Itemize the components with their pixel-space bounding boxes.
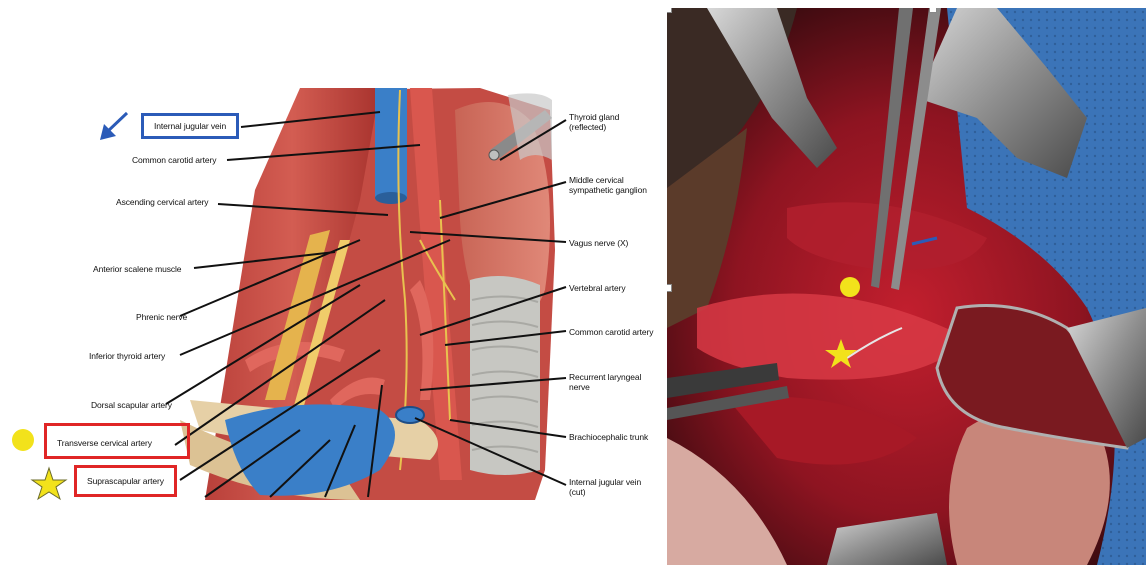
label-transverse-cervical-artery: Transverse cervical artery [44, 423, 190, 459]
selection-handle-top-left[interactable] [667, 8, 672, 13]
label-ascending-cervical-artery: Ascending cervical artery [116, 197, 208, 207]
label-thyroid-gland: Thyroid gland (reflected) [569, 112, 619, 132]
label-vertebral-artery: Vertebral artery [569, 283, 626, 293]
label-phrenic-nerve: Phrenic nerve [136, 312, 187, 322]
selection-handle-left-middle[interactable] [667, 284, 672, 292]
photo-circle-marker-icon [840, 277, 860, 297]
yellow-circle-marker-icon [12, 429, 34, 451]
surgical-photo [667, 8, 1146, 565]
label-brachiocephalic-trunk: Brachiocephalic trunk [569, 432, 648, 442]
blue-arrow-icon [100, 113, 127, 140]
label-dorsal-scapular-artery: Dorsal scapular artery [91, 400, 172, 410]
label-inferior-thyroid-artery: Inferior thyroid artery [89, 351, 165, 361]
surgical-photo-panel [667, 8, 1146, 565]
photo-artwork [667, 8, 1146, 565]
label-anterior-scalene-muscle: Anterior scalene muscle [93, 264, 181, 274]
label-common-carotid-artery-right: Common carotid artery [569, 327, 653, 337]
label-internal-jugular-vein: Internal jugular vein [141, 113, 239, 139]
label-suprascapular-artery: Suprascapular artery [74, 465, 177, 497]
label-common-carotid-artery: Common carotid artery [132, 155, 216, 165]
label-vagus-nerve: Vagus nerve (X) [569, 238, 628, 248]
label-recurrent-laryngeal-nerve: Recurrent laryngeal nerve [569, 372, 641, 392]
label-internal-jugular-vein-cut: Internal jugular vein (cut) [569, 477, 641, 497]
yellow-star-marker-icon [32, 468, 66, 499]
selection-handle-top-middle[interactable] [929, 8, 937, 13]
anatomy-illustration-panel: Internal jugular vein Common carotid art… [0, 0, 660, 565]
label-middle-cervical-ganglion: Middle cervical sympathetic ganglion [569, 175, 647, 195]
